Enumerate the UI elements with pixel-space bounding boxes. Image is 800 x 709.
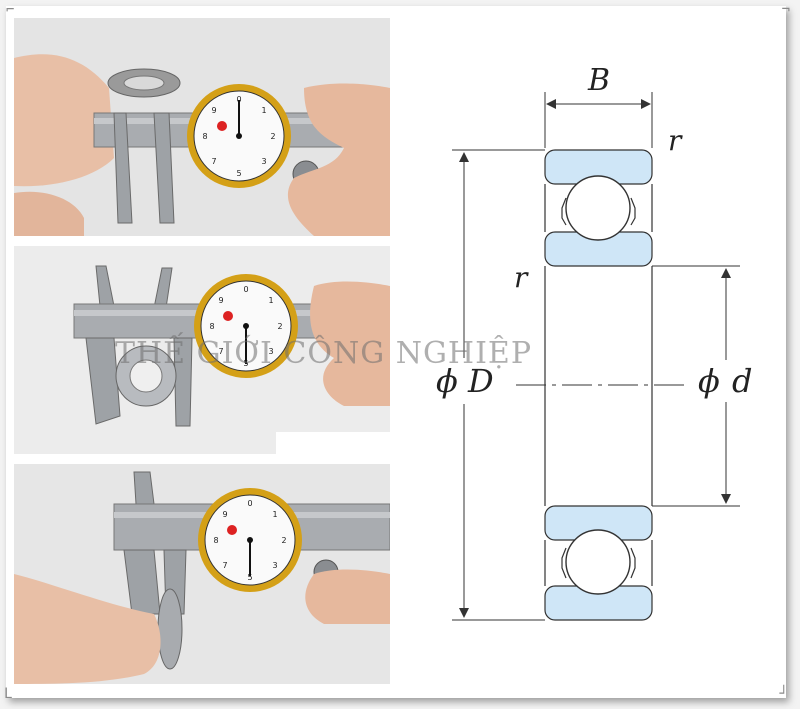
dial-tick-label: 2: [281, 536, 286, 545]
dial-tick-label: 8: [213, 536, 218, 545]
label-radius-top: r: [668, 124, 683, 157]
dial-tick-label: 0: [236, 95, 241, 104]
diameter-symbol: ϕ: [436, 362, 458, 400]
bearing-cross-section-diagram: B r r ϕ D ϕ d: [406, 40, 782, 680]
caliper-photo-2: 0 1 2 3 5 7 8 9: [14, 246, 390, 454]
corner-mark-top-left: ⌐: [6, 2, 15, 18]
dial-tick-label: 9: [218, 296, 223, 305]
dial-tick-label: 1: [268, 296, 273, 305]
dial-tick-label: 2: [270, 132, 275, 141]
dial-tick-label: 1: [272, 510, 277, 519]
dial-tick-label: 3: [261, 157, 266, 166]
dial-tick-label: 8: [209, 322, 214, 331]
dial-tick-label: 9: [211, 106, 216, 115]
dial-tick-label: 3: [272, 561, 277, 570]
photo-outer-diameter: 0 1 2 3 5 7 8 9: [14, 18, 390, 236]
bearing-section-bottom: [544, 505, 653, 621]
label-radius-mid: r: [514, 261, 529, 294]
corner-mark-bottom-right: ┘: [779, 686, 788, 702]
photo-width: 0 1 2 3 5 7 8 9: [14, 464, 390, 684]
cage-right: [630, 547, 636, 579]
corner-mark-bottom-left: L: [4, 686, 13, 702]
cage-right: [630, 197, 636, 226]
dial-tick-label: 7: [222, 561, 227, 570]
cage-left: [561, 547, 567, 579]
dial-tick-label: 8: [202, 132, 207, 141]
dial-tick-label: 0: [243, 285, 248, 294]
dial-tick-label: 3: [268, 347, 273, 356]
dial-tick-label: 5: [247, 573, 252, 582]
corner-mark-top-right: ¬: [781, 2, 790, 18]
ball-bottom: [565, 529, 631, 595]
dial-tick-label: 0: [247, 499, 252, 508]
label-inner-diameter-d: d: [732, 362, 752, 400]
dial-tick-label: 5: [236, 169, 241, 178]
photo-inner-diameter: 0 1 2 3 5 7 8 9: [14, 246, 390, 454]
diameter-symbol: ϕ: [698, 362, 720, 400]
bearing-section-top: [544, 149, 653, 267]
label-width-b: B: [587, 63, 610, 98]
dial-tick-label: 2: [277, 322, 282, 331]
dial-tick-label: 7: [211, 157, 216, 166]
label-outer-diameter-d: D: [467, 362, 494, 400]
cage-left: [561, 197, 567, 226]
ball-top: [565, 175, 631, 241]
bearing-image: [157, 588, 183, 670]
caliper-photo-1: 0 1 2 3 5 7 8 9: [14, 18, 390, 236]
dial-tick-label: 7: [218, 347, 223, 356]
caliper-photo-3: 0 1 2 3 5 7 8 9: [14, 464, 390, 684]
dial-tick-label: 9: [222, 510, 227, 519]
dial-tick-label: 1: [261, 106, 266, 115]
